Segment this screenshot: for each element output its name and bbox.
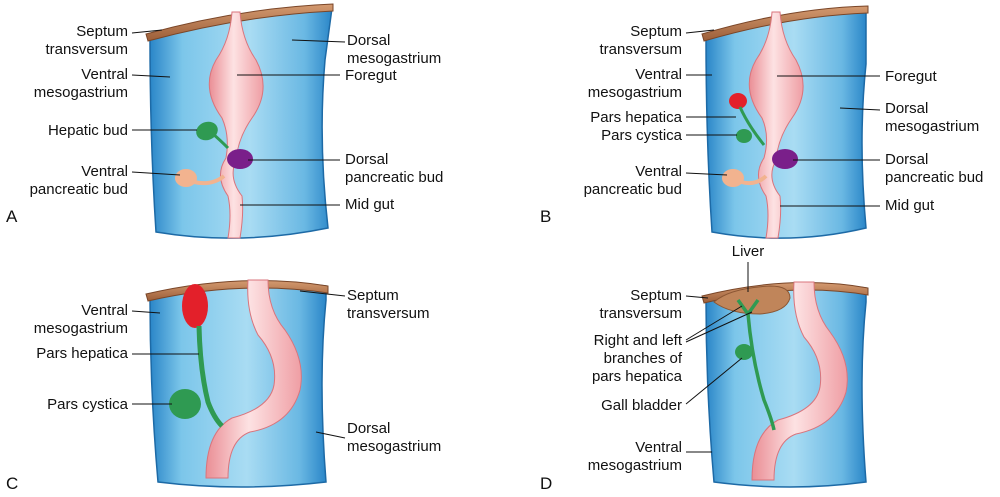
- gall-bladder: [735, 344, 753, 360]
- label-pars-hepatica: Pars hepatica: [36, 345, 128, 362]
- leader-gall-bladder: [685, 357, 743, 405]
- leader-septum: [299, 290, 346, 297]
- hepatic-duct: [738, 106, 766, 146]
- hepatic-bud: [196, 121, 218, 141]
- label-pars-cystica: Pars cystica: [47, 396, 129, 413]
- leader-ventral-meso: [131, 74, 171, 78]
- septum-transversum-band: [701, 5, 869, 42]
- label-pars-hepatica: Pars hepatica: [590, 109, 682, 126]
- label-mid-gut: Mid gut: [885, 197, 935, 214]
- ventral-pancreatic-bud: [175, 169, 197, 187]
- foregut-tube: [205, 279, 302, 479]
- label-pars-cystica: Pars cystica: [601, 127, 683, 144]
- label-mid-gut: Mid gut: [345, 196, 395, 213]
- leader-ventral-pancreatic: [131, 171, 181, 176]
- dorsal-pancreatic-bud: [772, 149, 798, 169]
- leader-branches-upper: [685, 305, 743, 341]
- liver: [713, 285, 791, 315]
- pars-cystica-bud: [736, 129, 752, 143]
- foregut-tube: [208, 11, 264, 239]
- panel-letter-b: B: [540, 207, 551, 226]
- pars-hepatica-bud: [182, 284, 208, 328]
- ventral-pancreatic-bud: [722, 169, 744, 187]
- leader-dorsal-meso: [315, 431, 346, 439]
- pars-cystica-bud: [169, 389, 201, 419]
- ventral-pancreatic-stalk: [193, 174, 226, 186]
- hepatic-duct: [196, 325, 224, 428]
- label-foregut: Foregut: [345, 67, 398, 84]
- dorsal-pancreatic-bud: [227, 149, 253, 169]
- hepatic-bud-stalk: [212, 132, 230, 150]
- leader-septum: [131, 29, 163, 34]
- label-gall-bladder: Gall bladder: [601, 397, 682, 414]
- label-hepatic-bud: Hepatic bud: [48, 122, 128, 139]
- leader-septum: [685, 29, 715, 34]
- leader-septum: [685, 295, 709, 299]
- ventral-pancreatic-stalk: [740, 174, 768, 186]
- septum-transversum-band: [145, 3, 334, 42]
- panel-letter-c: C: [6, 474, 18, 493]
- leader-ventral-meso: [131, 310, 161, 314]
- label-liver: Liver: [732, 243, 765, 260]
- label-foregut: Foregut: [885, 68, 938, 85]
- foregut-tube: [751, 281, 848, 481]
- leader-dorsal-meso: [291, 39, 346, 43]
- panel-letter-a: A: [6, 207, 18, 226]
- leader-branches-lower: [685, 311, 753, 343]
- pars-hepatica-bud: [729, 93, 747, 109]
- leader-ventral-pancreatic: [685, 172, 728, 176]
- leader-dorsal-meso: [839, 107, 881, 111]
- foregut-tube: [748, 11, 804, 239]
- panel-letter-d: D: [540, 474, 552, 493]
